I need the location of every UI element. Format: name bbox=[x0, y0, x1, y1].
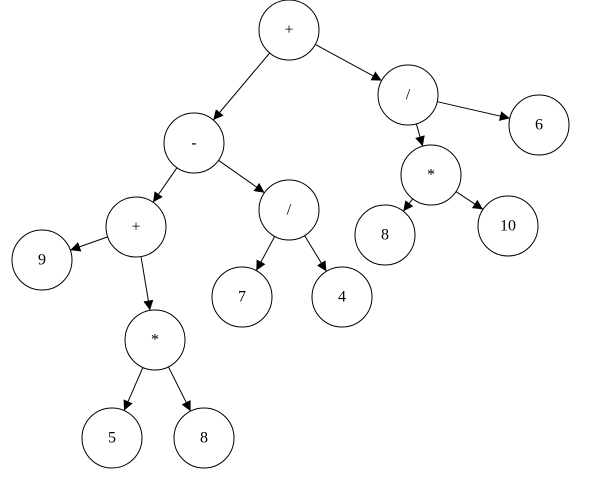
tree-node-n7: * bbox=[400, 144, 462, 206]
node-label: - bbox=[191, 135, 196, 152]
edge-n5-n9 bbox=[140, 256, 154, 311]
node-circle bbox=[11, 229, 73, 291]
tree-node-n11: 4 bbox=[311, 266, 373, 328]
node-circle bbox=[477, 195, 539, 257]
node-label: * bbox=[427, 167, 435, 184]
edge-n7-n12 bbox=[402, 198, 414, 212]
edge-n9-n15 bbox=[167, 366, 192, 412]
node-label: 7 bbox=[238, 289, 246, 306]
node-label: 9 bbox=[38, 252, 46, 269]
tree-node-n15: 8 bbox=[173, 407, 235, 469]
edge-n1-n2 bbox=[212, 52, 271, 121]
tree-node-n3: / bbox=[377, 64, 439, 126]
node-circle bbox=[258, 0, 320, 61]
node-label: 4 bbox=[338, 289, 346, 306]
node-label: + bbox=[131, 219, 140, 236]
node-label: 6 bbox=[535, 117, 543, 134]
edge-n1-n3 bbox=[315, 43, 382, 82]
tree-node-n4: 6 bbox=[508, 94, 570, 156]
node-circle bbox=[173, 407, 235, 469]
node-label: / bbox=[406, 87, 411, 104]
node-circle bbox=[400, 144, 462, 206]
node-circle bbox=[211, 266, 273, 328]
node-label: 8 bbox=[200, 430, 208, 447]
edge-n2-n5 bbox=[152, 167, 178, 203]
node-label: 8 bbox=[381, 227, 389, 244]
nodes-layer: + - / 6 + / * 9 * 7 4 8 10 5 8 bbox=[11, 0, 570, 469]
node-circle bbox=[354, 204, 416, 266]
edge-n5-n8 bbox=[70, 236, 108, 252]
tree-node-n10: 7 bbox=[211, 266, 273, 328]
edge-n7-n13 bbox=[455, 191, 484, 210]
tree-node-n12: 8 bbox=[354, 204, 416, 266]
node-circle bbox=[105, 196, 167, 258]
tree-node-n5: + bbox=[105, 196, 167, 258]
tree-node-n9: * bbox=[124, 309, 186, 371]
node-circle bbox=[163, 112, 225, 174]
edge-n3-n7 bbox=[415, 123, 425, 147]
edge-n6-n11 bbox=[304, 235, 327, 272]
node-circle bbox=[311, 266, 373, 328]
edges-layer bbox=[70, 43, 510, 412]
tree-node-n8: 9 bbox=[11, 229, 73, 291]
tree-node-n14: 5 bbox=[81, 407, 143, 469]
node-label: 5 bbox=[108, 430, 116, 447]
edge-n2-n6 bbox=[218, 159, 265, 194]
tree-node-n1: + bbox=[258, 0, 320, 61]
node-label: + bbox=[284, 22, 293, 39]
edge-n6-n10 bbox=[255, 236, 276, 271]
tree-node-n6: / bbox=[258, 179, 320, 241]
tree-node-n2: - bbox=[163, 112, 225, 174]
node-circle bbox=[124, 309, 186, 371]
node-circle bbox=[258, 179, 320, 241]
node-circle bbox=[508, 94, 570, 156]
edge-n9-n14 bbox=[123, 367, 144, 411]
node-circle bbox=[81, 407, 143, 469]
node-label: * bbox=[151, 332, 159, 349]
node-label: / bbox=[287, 202, 292, 219]
node-label: 10 bbox=[500, 218, 516, 235]
node-circle bbox=[377, 64, 439, 126]
edge-n3-n4 bbox=[437, 101, 510, 121]
tree-node-n13: 10 bbox=[477, 195, 539, 257]
